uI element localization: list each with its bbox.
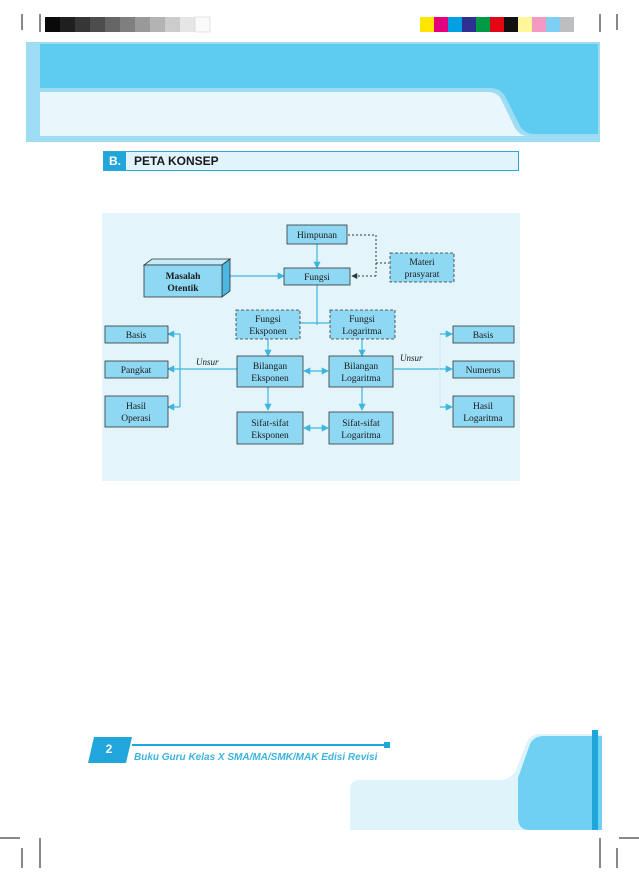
box-fungsi: [283, 267, 351, 286]
label-fungsi-eksponen-1: Fungsi: [255, 315, 281, 325]
box-fungsi-eksponen: [235, 309, 301, 340]
label-left-hasil-1: Hasil: [126, 402, 146, 412]
print-marks-top: [0, 14, 639, 45]
label-bilangan-logaritma-2: Logaritma: [341, 374, 381, 384]
label-sifat-logaritma-1: Sifat-sifat: [342, 418, 380, 429]
label-right-hasil-1: Hasil: [473, 402, 493, 412]
box-himpunan: [286, 224, 348, 245]
label-left-basis: Basis: [126, 331, 147, 341]
color-strip: [420, 17, 574, 32]
label-left-hasil-2: Operasi: [121, 414, 151, 424]
label-bilangan-logaritma-1: Bilangan: [344, 362, 379, 372]
label-himpunan: Himpunan: [297, 231, 337, 241]
page-number: 2: [105, 742, 113, 756]
section-heading: B. PETA KONSEP: [103, 151, 519, 171]
header-band: [0, 36, 639, 146]
label-fungsi-logaritma-2: Logaritma: [342, 327, 382, 337]
label-left-pangkat: Pangkat: [121, 366, 152, 376]
label-fungsi-logaritma-1: Fungsi: [349, 315, 375, 325]
label-sifat-eksponen-1: Sifat-sifat: [251, 418, 289, 429]
label-sifat-logaritma-2: Logaritma: [341, 431, 381, 441]
box-sifat-logaritma: [328, 411, 394, 445]
box-bilangan-logaritma: [328, 355, 394, 388]
label-materi-2: prasyarat: [405, 270, 440, 280]
label-unsur-right: Unsur: [400, 353, 423, 363]
box-right-hasil-logaritma: [452, 395, 515, 428]
box-masalah-otentik: [142, 258, 232, 298]
label-right-hasil-2: Logaritma: [463, 414, 503, 424]
label-sifat-eksponen-2: Eksponen: [251, 431, 289, 441]
prasyarat-connector: [348, 234, 389, 279]
box-fungsi-logaritma: [329, 309, 396, 340]
section-title: PETA KONSEP: [134, 154, 219, 168]
diagram-background: [102, 213, 520, 481]
label-right-numerus: Numerus: [466, 366, 501, 376]
label-bilangan-eksponen-1: Bilangan: [253, 362, 288, 372]
label-fungsi-eksponen-2: Eksponen: [249, 327, 287, 337]
box-left-hasil-operasi: [104, 395, 169, 428]
page-number-tab: [88, 737, 132, 763]
box-right-numerus: [452, 360, 515, 379]
footer-decoration: [350, 730, 602, 830]
box-materi-prasyarat: [389, 252, 455, 283]
footer-rule: [132, 744, 386, 746]
label-materi-1: Materi: [409, 258, 435, 268]
box-right-basis: [452, 325, 515, 344]
label-fungsi: Fungsi: [304, 273, 330, 283]
box-left-basis: [104, 325, 169, 344]
label-bilangan-eksponen-2: Eksponen: [251, 374, 289, 384]
label-unsur-left: Unsur: [196, 357, 219, 367]
print-marks-bottom: [0, 837, 639, 868]
label-right-basis: Basis: [473, 331, 494, 341]
grayscale-strip: [45, 16, 211, 33]
box-bilangan-eksponen: [236, 355, 304, 388]
label-masalah: Masalah: [166, 272, 202, 282]
section-number: B.: [104, 152, 126, 170]
footer-book-title: Buku Guru Kelas X SMA/MA/SMK/MAK Edisi R…: [134, 752, 378, 763]
concept-map: Himpunan Fungsi Fungsi Eksponen Fungsi L…: [102, 213, 520, 481]
box-sifat-eksponen: [236, 411, 304, 445]
label-otentik: Otentik: [167, 284, 199, 294]
box-left-pangkat: [104, 360, 169, 379]
footer-rule-end: [384, 742, 390, 748]
